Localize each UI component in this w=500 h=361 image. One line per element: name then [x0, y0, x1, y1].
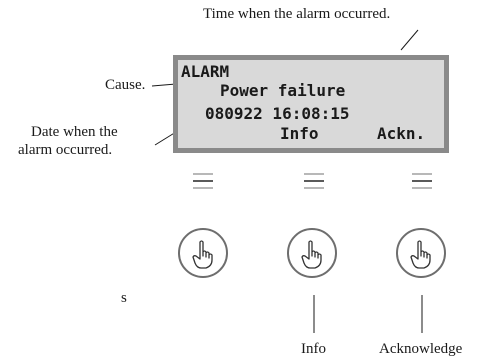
pointing-hand-icon: [301, 240, 322, 269]
led-indicator-acknowledge: [412, 173, 432, 194]
acknowledge-button[interactable]: [396, 228, 446, 278]
date-callout-line: [154, 131, 177, 146]
info-annotation: Info: [301, 341, 326, 357]
date-annotation-line2: alarm occurred.: [18, 142, 113, 158]
time-annotation: Time when the alarm occurred.: [203, 6, 391, 22]
pointing-hand-icon: [192, 240, 213, 269]
led-indicator-left: [193, 173, 213, 194]
time-callout-line: [400, 29, 419, 51]
cause-callout-line: [151, 83, 177, 87]
display-line-cause: Power failure: [220, 81, 346, 100]
left-button[interactable]: [178, 228, 228, 278]
cut-off-letter: s: [121, 290, 127, 306]
lcd-display: ALARM Power failure 080922 16:08:15 Info…: [173, 55, 449, 153]
softkey-ackn-label: Ackn.: [377, 124, 426, 143]
date-annotation-line1: Date when the: [31, 124, 118, 140]
pointing-hand-icon: [410, 240, 431, 269]
info-button[interactable]: [287, 228, 337, 278]
softkey-info-label: Info: [280, 124, 319, 143]
acknowledge-annotation: Acknowledge: [379, 341, 463, 357]
led-indicator-info: [304, 173, 324, 194]
cause-annotation: Cause.: [105, 77, 146, 93]
display-line-alarm: ALARM: [181, 62, 230, 81]
display-line-datetime: 080922 16:08:15: [205, 104, 350, 123]
